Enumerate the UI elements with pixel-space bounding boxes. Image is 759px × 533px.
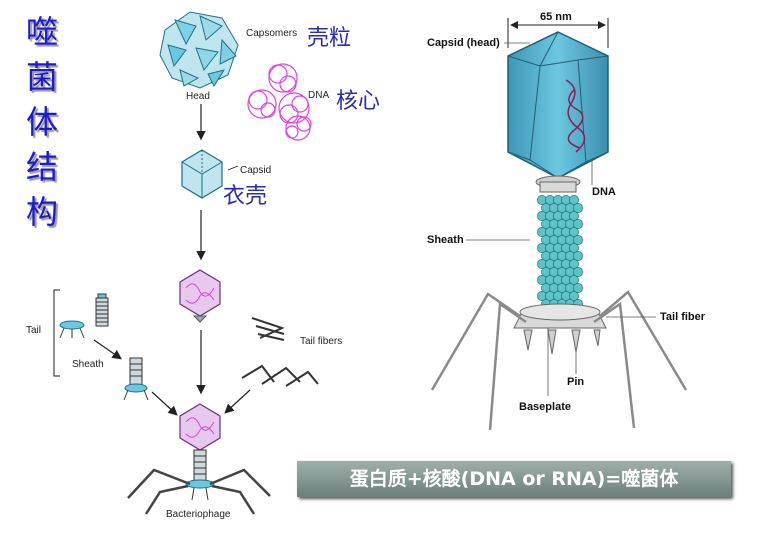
capsomers-label: Capsomers bbox=[246, 28, 298, 39]
sheath-bead bbox=[569, 258, 580, 269]
capsid-cn-label: 衣壳 bbox=[223, 184, 268, 209]
vertical-title: 噬 菌 体 结 构 bbox=[26, 10, 66, 235]
sheath-detailed-illustration bbox=[537, 194, 584, 317]
sheath-bead bbox=[569, 226, 580, 237]
title-char: 噬 bbox=[26, 13, 59, 51]
dna-detailed-label: DNA bbox=[592, 186, 616, 198]
capsomers-head-illustration bbox=[159, 11, 239, 89]
capsid-detailed-illustration bbox=[507, 31, 609, 179]
title-char: 结 bbox=[26, 148, 59, 186]
sheath-bead bbox=[573, 250, 584, 261]
title-char: 构 bbox=[26, 193, 59, 231]
sheath-bead bbox=[569, 274, 580, 285]
dimension-label: 65 nm bbox=[540, 11, 572, 23]
sheath-bead bbox=[569, 194, 580, 205]
formula-box: 蛋白质+核酸(DNA or RNA)=噬菌体 bbox=[297, 461, 731, 497]
dna-tangle-illustration bbox=[247, 63, 312, 141]
sheath-bead bbox=[573, 202, 584, 213]
dna-label: DNA bbox=[308, 90, 330, 101]
sheath-bead bbox=[573, 218, 584, 229]
bacteriophage-illustration bbox=[127, 403, 271, 515]
sheath-detailed-label: Sheath bbox=[427, 234, 464, 246]
tail-fibers-detailed-illustration bbox=[430, 290, 688, 431]
baseplate-small-illustration bbox=[59, 320, 85, 339]
capsid-label: Capsid bbox=[240, 165, 272, 176]
title-char: 菌 bbox=[26, 58, 59, 96]
tail-fibers-illustration bbox=[241, 317, 319, 387]
head-label: Head bbox=[186, 91, 210, 102]
capsid-illustration bbox=[181, 149, 223, 199]
sheath-small-illustration bbox=[95, 293, 109, 327]
capsid-head-label: Capsid (head) bbox=[427, 37, 500, 49]
sheath-bead bbox=[573, 282, 584, 293]
sheath-bead bbox=[573, 266, 584, 277]
filled-head-illustration bbox=[179, 269, 221, 323]
sheath-bead bbox=[573, 234, 584, 245]
assembled-tail-illustration bbox=[123, 357, 149, 401]
baseplate-detailed-illustration bbox=[513, 303, 607, 355]
formula-text: 蛋白质+核酸(DNA or RNA)=噬菌体 bbox=[349, 468, 679, 490]
dna-cn-label: 核心 bbox=[336, 89, 381, 114]
sheath-bead bbox=[569, 290, 580, 301]
tail-label: Tail bbox=[26, 325, 42, 336]
tail-fibers-label: Tail fibers bbox=[300, 336, 343, 347]
capsomers-cn-label: 壳粒 bbox=[307, 26, 352, 51]
baseplate-label: Baseplate bbox=[519, 401, 571, 413]
sheath-bead bbox=[569, 210, 580, 221]
sheath-label: Sheath bbox=[72, 359, 104, 370]
bacteriophage-label: Bacteriophage bbox=[166, 509, 231, 520]
title-char: 体 bbox=[26, 103, 59, 141]
tail-fiber-label: Tail fiber bbox=[660, 311, 706, 323]
pin-label: Pin bbox=[567, 376, 585, 388]
sheath-bead bbox=[569, 242, 580, 253]
